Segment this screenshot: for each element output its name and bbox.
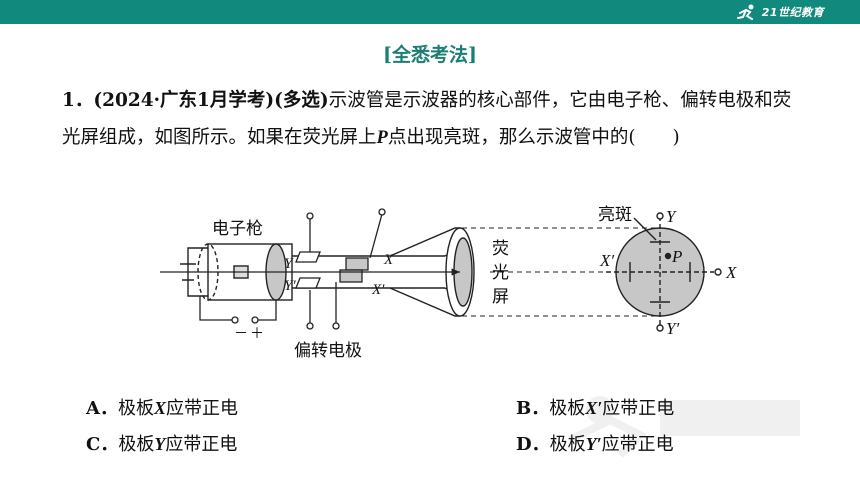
screen-label-2: 光 [492, 263, 509, 283]
option-b-key: B． [516, 398, 550, 419]
oscilloscope-tube-diagram: 电子枪 偏转电极 荧 光 屏 亮斑 － ＋ Y Y′ X X′ P Y Y′ X… [160, 205, 737, 361]
option-b-var: X′ [585, 398, 603, 418]
option-c-post: 应带正电 [165, 434, 238, 455]
site-logo: 21世纪教育 [736, 3, 824, 21]
minus-label: － [234, 326, 248, 342]
plate-x-label: X [383, 252, 394, 268]
plate-x2-label: X′ [371, 282, 385, 298]
plate-y2-label: Y′ [284, 278, 296, 294]
option-a[interactable]: A．极板X应带正电 [86, 394, 238, 420]
option-a-key: A． [86, 398, 118, 419]
question-body-a: 示波管是示波器的核心部件，它由电子枪、偏转电极和荧光屏组成，如图所示。如果在荧光… [62, 90, 792, 148]
question-point: P [376, 128, 388, 148]
option-d-post: 应带正电 [601, 434, 674, 455]
option-d-var: Y′ [585, 434, 602, 454]
watermark-logo [568, 396, 800, 458]
deflect-label: 偏转电极 [294, 341, 362, 361]
question-body-b: 点出现亮斑，那么示波管中的( ) [387, 127, 680, 148]
p-label: P [671, 247, 682, 266]
x-left-label: X′ [599, 251, 614, 270]
plate-y-label: Y [284, 256, 294, 272]
question-number: 1． [62, 90, 94, 111]
screen-label-1: 荧 [492, 239, 509, 259]
option-c-pre: 极板 [118, 434, 155, 455]
option-a-pre: 极板 [117, 398, 154, 419]
option-c-key: C． [86, 434, 119, 455]
option-d-pre: 极板 [549, 434, 586, 455]
option-a-post: 应带正电 [165, 398, 238, 419]
top-bar: 21世纪教育 [0, 0, 860, 24]
screen-label-3: 屏 [492, 287, 509, 307]
option-b[interactable]: B．极板X′应带正电 [516, 394, 674, 420]
plus-label: ＋ [250, 326, 264, 342]
runner-icon [736, 4, 754, 20]
question-text: 1．(2024·广东1月学考)(多选)示波管是示波器的核心部件，它由电子枪、偏转… [62, 82, 806, 157]
option-b-post: 应带正电 [602, 398, 675, 419]
section-title: [全悉考法] [383, 44, 477, 66]
spot-label: 亮斑 [598, 205, 632, 225]
logo-text: 21世纪教育 [761, 6, 824, 19]
gun-label: 电子枪 [212, 219, 263, 239]
option-c[interactable]: C．极板Y应带正电 [86, 430, 237, 456]
y-top-label: Y [666, 207, 677, 226]
option-b-pre: 极板 [549, 398, 586, 419]
question-source: (2024·广东1月学考)(多选) [93, 90, 329, 111]
option-d-key: D． [516, 434, 550, 455]
y-bottom-label: Y′ [666, 319, 679, 338]
option-c-var: Y [154, 434, 166, 454]
option-d[interactable]: D．极板Y′应带正电 [516, 430, 674, 456]
option-a-var: X [153, 398, 166, 418]
x-right-label: X [725, 263, 737, 282]
